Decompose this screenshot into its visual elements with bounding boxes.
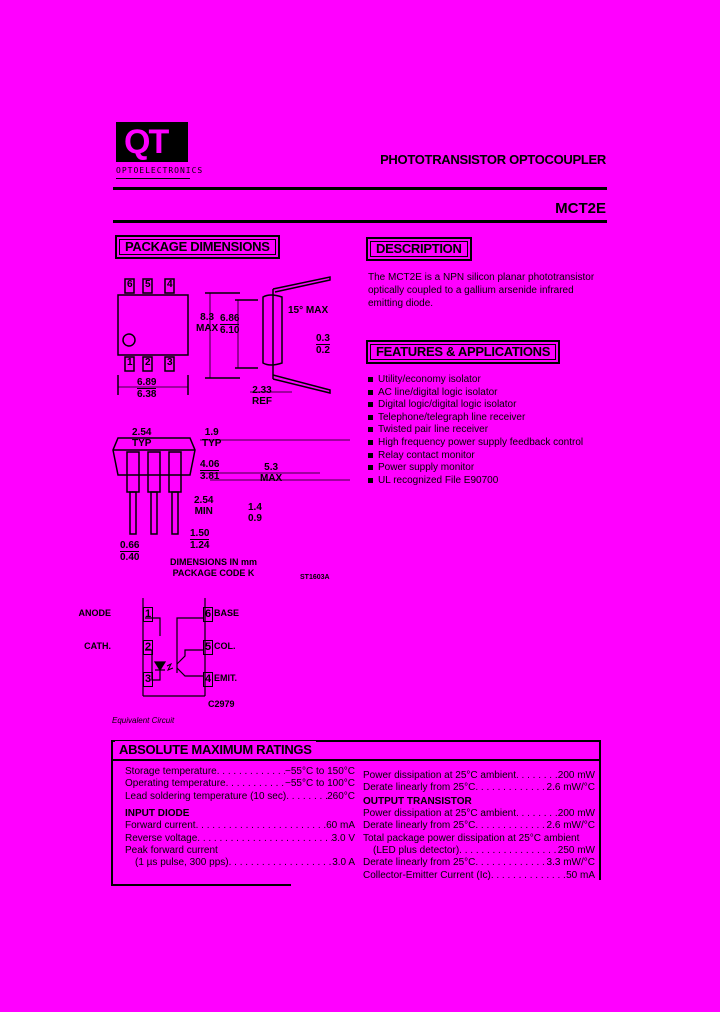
rating-row: (1 µs pulse, 300 pps)3.0 A [125, 857, 355, 869]
feature-item: AC line/digital logic isolator [368, 387, 618, 400]
section-features: FEATURES & APPLICATIONS [366, 340, 561, 364]
document-title: PHOTOTRANSISTOR OPTOCOUPLER [380, 152, 606, 167]
logo-text: QT [124, 123, 169, 161]
rating-row: Operating temperature−55°C to 100°C [125, 778, 355, 790]
dim-angle: 15° MAX [288, 305, 329, 316]
logo-rule [116, 178, 190, 179]
package-drawing-end-view [112, 437, 350, 535]
rating-row: Lead soldering temperature (10 sec)260°C [125, 791, 355, 803]
ratings-left-column: Storage temperature−55°C to 150°C Operat… [125, 766, 355, 870]
header-rule-bottom [113, 220, 607, 223]
rating-row: Power dissipation at 25°C ambient200 mW [363, 808, 595, 820]
rating-row: (LED plus detector)250 mW [363, 845, 595, 857]
drawing-code: ST1603A [300, 574, 330, 581]
ratings-right-column: Power dissipation at 25°C ambient200 mW … [363, 770, 595, 882]
feature-item: Twisted pair line receiver [368, 424, 618, 437]
ratings-right-border [599, 740, 601, 880]
feature-item: High frequency power supply feedback con… [368, 437, 618, 450]
output-transistor-heading: OUTPUT TRANSISTOR [363, 795, 472, 807]
circuit-code: C2979 [208, 699, 235, 709]
input-diode-heading: INPUT DIODE [125, 808, 190, 820]
rating-row: Power dissipation at 25°C ambient200 mW [363, 770, 595, 782]
rating-row: Derate linearly from 25°C2.6 mW/°C [363, 782, 595, 794]
package-drawing-top-side [117, 276, 331, 395]
rating-row: Storage temperature−55°C to 150°C [125, 766, 355, 778]
circuit-pin-3: 3 [143, 672, 153, 687]
feature-item: Relay contact monitor [368, 450, 618, 463]
features-list: Utility/economy isolator AC line/digital… [368, 374, 618, 487]
rating-row: Reverse voltage3.0 V [125, 833, 355, 845]
rating-row: Derate linearly from 25°C2.6 mW/°C [363, 820, 595, 832]
feature-item: Telephone/telegraph line receiver [368, 412, 618, 425]
feature-item: UL recognized File E90700 [368, 475, 618, 488]
section-package-dimensions: PACKAGE DIMENSIONS [115, 235, 280, 259]
rating-row: Total package power dissipation at 25°C … [363, 832, 580, 844]
ratings-header-bar [111, 740, 601, 761]
logo-mark: QT [116, 122, 188, 162]
part-number: MCT2E [555, 200, 606, 217]
ratings-left-border [111, 740, 113, 886]
logo-subtext: OPTOELECTRONICS [116, 166, 204, 175]
company-logo: QT OPTOELECTRONICS [114, 122, 202, 180]
description-text: The MCT2E is a NPN silicon planar photot… [368, 272, 595, 309]
feature-item: Utility/economy isolator [368, 374, 618, 387]
rating-row: Forward current60 mA [125, 820, 355, 832]
rating-row: Derate linearly from 25°C3.3 mW/°C [363, 857, 595, 869]
section-description: DESCRIPTION [366, 237, 472, 261]
header-rule-top [113, 187, 607, 190]
ratings-bottom-rule [111, 884, 291, 886]
feature-item: Power supply monitor [368, 462, 618, 475]
feature-item: Digital logic/digital logic isolator [368, 399, 618, 412]
rating-row: Collector-Emitter Current (Ic)50 mA [363, 870, 595, 882]
circuit-caption: Equivalent Circuit [112, 716, 175, 725]
rating-row: Peak forward current [125, 845, 218, 857]
ratings-table: ABSOLUTE MAXIMUM RATINGS Storage tempera… [111, 740, 603, 886]
section-ratings: ABSOLUTE MAXIMUM RATINGS [115, 741, 316, 758]
